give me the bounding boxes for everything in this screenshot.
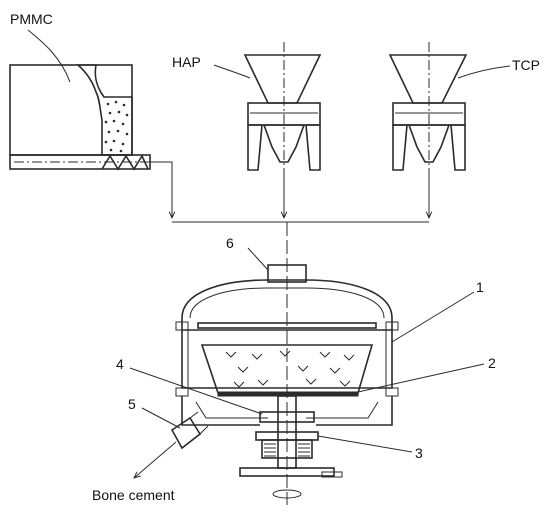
label-2: 2 — [488, 355, 496, 371]
leader-1 — [391, 291, 475, 343]
hap-leader — [213, 64, 251, 79]
vessel-lid-outer — [181, 279, 393, 331]
hap-feeder — [243, 42, 322, 171]
leader-4 — [129, 367, 263, 415]
leader-6 — [247, 247, 269, 271]
bowl-contents — [225, 350, 355, 388]
pmmc-leader — [27, 29, 71, 83]
tcp-label: TCP — [512, 57, 540, 73]
label-3: 3 — [415, 445, 423, 461]
pmmc-label: PMMC — [10, 11, 53, 27]
pmmc-granules — [104, 100, 129, 153]
leader-5 — [141, 407, 181, 429]
pmmc-extruder — [9, 29, 170, 171]
leader-3 — [317, 435, 413, 453]
label-6: 6 — [226, 235, 234, 251]
pmmc-material — [75, 64, 133, 156]
leader-2 — [357, 363, 485, 393]
tcp-feeder — [388, 42, 468, 171]
label-1: 1 — [476, 279, 484, 295]
bone-cement-arrow — [134, 441, 177, 478]
outlet-pipe — [170, 416, 202, 450]
tcp-leader — [457, 65, 511, 79]
label-4: 4 — [116, 356, 124, 372]
hap-label: HAP — [172, 54, 201, 70]
extruder-screw — [101, 154, 149, 171]
bone-cement-label: Bone cement — [92, 487, 175, 503]
pmmc-feed-line — [150, 161, 172, 218]
label-5: 5 — [128, 396, 136, 412]
mixer-vessel — [170, 222, 399, 505]
vessel-bottom — [181, 396, 393, 426]
